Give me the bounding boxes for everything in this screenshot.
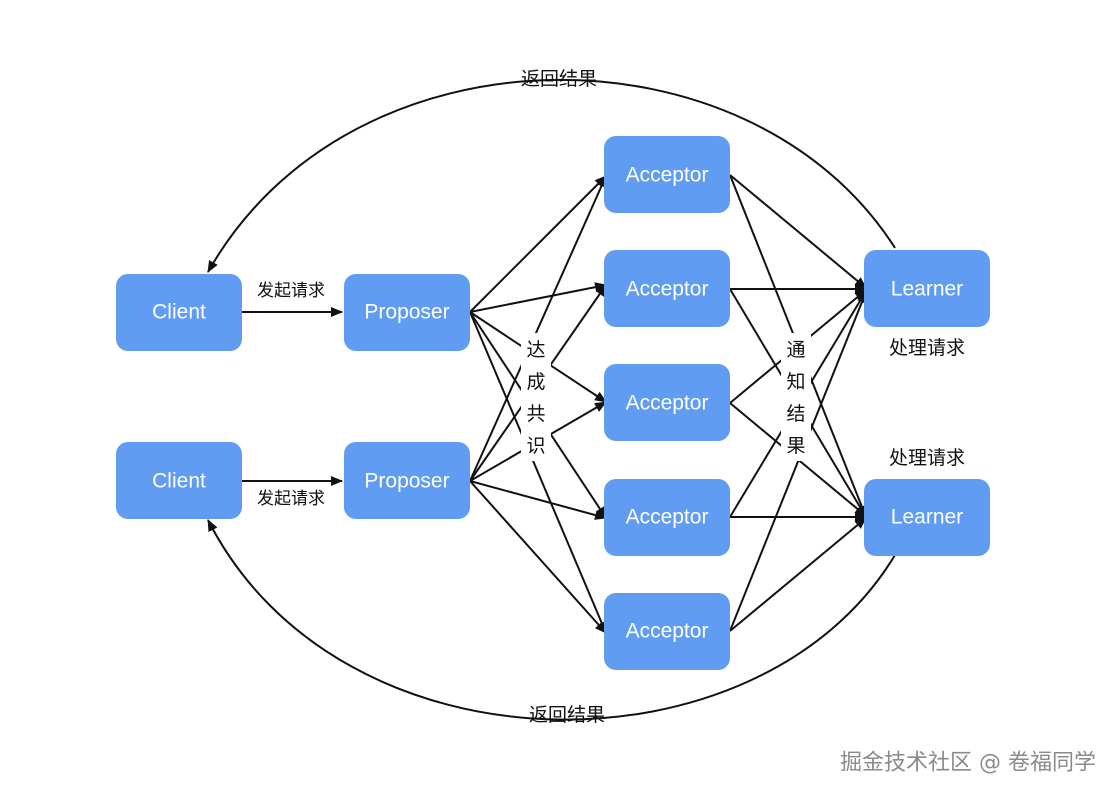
consensus-char-1: 达	[526, 339, 545, 361]
acceptor-node-5: Acceptor	[604, 593, 730, 670]
acceptor-node-4: Acceptor	[604, 479, 730, 556]
edge-a5-l2	[729, 517, 867, 632]
proposer-node-2: Proposer	[344, 442, 470, 519]
notify-char-1: 通	[786, 339, 805, 361]
client-node-2: Client	[116, 442, 242, 519]
client-node-1: Client	[116, 274, 242, 351]
send-request-label-1: 发起请求	[257, 281, 325, 301]
send-request-label-2: 发起请求	[257, 489, 325, 509]
consensus-label: 达 成 共 识	[521, 333, 551, 461]
return-result-label-bottom: 返回结果	[529, 704, 605, 726]
client-node-1-label: Client	[152, 301, 206, 324]
acceptor-node-2: Acceptor	[604, 250, 730, 327]
proposer-node-1: Proposer	[344, 274, 470, 351]
edge-a5-l1	[729, 291, 867, 632]
proposer-node-1-label: Proposer	[364, 301, 449, 324]
acceptor-node-5-label: Acceptor	[626, 620, 709, 643]
acceptor-node-3-label: Acceptor	[626, 392, 709, 415]
acceptor-node-2-label: Acceptor	[626, 278, 709, 301]
consensus-char-2: 成	[526, 371, 545, 393]
edge-p1-a5	[469, 311, 607, 634]
watermark: 掘金技术社区 @ 卷福同学	[840, 751, 1096, 776]
proposer-node-2-label: Proposer	[364, 470, 449, 493]
learner-node-2-label: Learner	[891, 506, 963, 529]
edge-p2-a5	[469, 480, 607, 634]
acceptor-node-3: Acceptor	[604, 364, 730, 441]
acceptor-node-1-label: Acceptor	[626, 164, 709, 187]
return-result-edge-bottom	[207, 519, 896, 721]
edge-p1-a2	[469, 282, 607, 313]
notify-char-4: 果	[786, 435, 805, 457]
process-request-label-2: 处理请求	[889, 447, 965, 469]
edge-a1-l1	[729, 174, 867, 289]
notify-char-2: 知	[786, 371, 805, 393]
learner-node-1: Learner	[864, 250, 990, 327]
acceptor-node-1: Acceptor	[604, 136, 730, 213]
client-node-2-label: Client	[152, 470, 206, 493]
consensus-char-4: 识	[526, 435, 545, 457]
edge-p2-a1	[469, 175, 607, 482]
acceptor-node-4-label: Acceptor	[626, 506, 709, 529]
process-request-label-1: 处理请求	[889, 337, 965, 359]
edge-p2-a4	[469, 480, 607, 520]
return-result-edge-top	[207, 78, 896, 273]
notify-label: 通 知 结 果	[781, 333, 811, 461]
edge-p1-a1	[469, 175, 607, 313]
consensus-char-3: 共	[526, 403, 545, 425]
notify-char-3: 结	[786, 403, 805, 425]
return-result-label-top: 返回结果	[521, 68, 597, 90]
learner-node-2: Learner	[864, 479, 990, 556]
learner-node-1-label: Learner	[891, 278, 963, 301]
